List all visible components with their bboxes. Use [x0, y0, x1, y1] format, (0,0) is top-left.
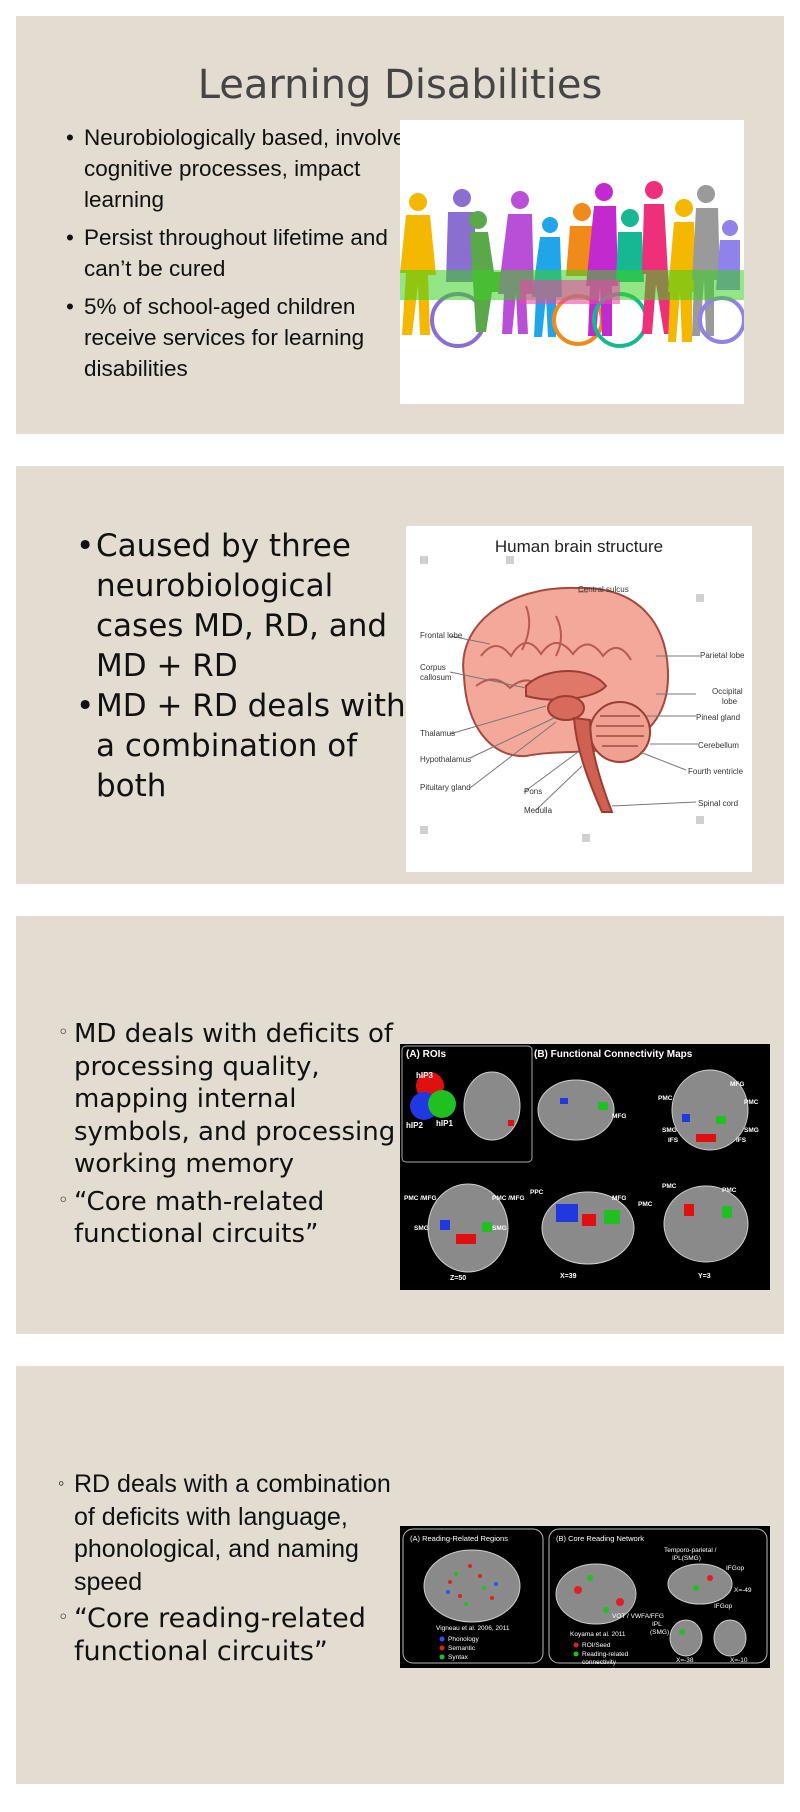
functional-connectivity-image: (A) ROIs (B) Functional Connectivity Map…	[400, 1044, 770, 1290]
bullet-item: ◦MD deals with deficits of processing qu…	[58, 1019, 396, 1179]
svg-text:IPL: IPL	[652, 1621, 662, 1628]
svg-text:Temporo-parietal /: Temporo-parietal /	[664, 1547, 717, 1554]
svg-text:X=39: X=39	[560, 1273, 577, 1280]
svg-text:SMG: SMG	[662, 1127, 677, 1134]
bullet-list: •Neurobiologically based, involve cognit…	[64, 122, 414, 391]
svg-text:Corpus: Corpus	[420, 663, 446, 672]
svg-text:X=-49: X=-49	[734, 1587, 752, 1594]
svg-text:Z=50: Z=50	[450, 1275, 466, 1282]
svg-text:connectivity: connectivity	[582, 1659, 617, 1666]
svg-text:SMG: SMG	[492, 1225, 507, 1232]
svg-text:SMG: SMG	[744, 1127, 759, 1134]
svg-text:Reading-related: Reading-related	[582, 1651, 629, 1658]
slide-rd: ◦RD deals with a combination of deficits…	[16, 1366, 784, 1784]
svg-text:PPC: PPC	[530, 1189, 544, 1196]
svg-text:IFGop: IFGop	[726, 1565, 744, 1572]
brain-structure-image: Human brain structure	[406, 526, 752, 872]
svg-text:PMC: PMC	[722, 1187, 737, 1194]
svg-text:X=-38: X=-38	[676, 1657, 694, 1664]
reading-network-image: (A) Reading-Related Regions (B) Core Rea…	[400, 1526, 770, 1668]
svg-text:PMC: PMC	[658, 1095, 673, 1102]
svg-text:SMG: SMG	[414, 1225, 429, 1232]
svg-text:VOT / VWFA/FFG: VOT / VWFA/FFG	[612, 1613, 664, 1620]
svg-text:Phonology: Phonology	[448, 1636, 479, 1643]
svg-text:IPL(SMG): IPL(SMG)	[672, 1555, 701, 1562]
svg-text:Occipital: Occipital	[712, 687, 743, 696]
svg-text:Parietal lobe: Parietal lobe	[700, 651, 745, 660]
svg-text:MFG: MFG	[612, 1113, 626, 1120]
svg-text:Pituitary gland: Pituitary gland	[420, 783, 471, 792]
bullet-list: •Caused by three neurobiological cases M…	[76, 526, 406, 806]
bullet-item: •MD + RD deals with a combination of bot…	[76, 688, 406, 804]
svg-text:Fourth ventricle: Fourth ventricle	[688, 767, 744, 776]
svg-text:PMC: PMC	[662, 1183, 677, 1190]
svg-text:hIP1: hIP1	[436, 1119, 453, 1128]
slide-learning-disabilities: Learning Disabilities •Neurobiologically…	[16, 16, 784, 434]
bullet-item: •5% of school-aged children receive serv…	[66, 294, 365, 381]
svg-text:Pineal gland: Pineal gland	[696, 713, 740, 722]
svg-text:Frontal lobe: Frontal lobe	[420, 631, 463, 640]
bullet-list: ◦MD deals with deficits of processing qu…	[58, 1018, 408, 1256]
svg-text:X=-10: X=-10	[730, 1657, 748, 1664]
people-silhouettes-image	[400, 120, 746, 404]
svg-text:Cerebellum: Cerebellum	[698, 741, 739, 750]
svg-text:Syntax: Syntax	[448, 1654, 469, 1661]
svg-text:MFG: MFG	[730, 1081, 744, 1088]
svg-text:ROI/Seed: ROI/Seed	[582, 1642, 611, 1649]
bullet-item: ◦RD deals with a combination of deficits…	[58, 1470, 391, 1596]
svg-text:PMC /MFG: PMC /MFG	[492, 1195, 525, 1202]
svg-text:lobe: lobe	[722, 697, 738, 706]
bullet-item: ◦“Core math-related functional circuits”	[58, 1186, 325, 1250]
svg-text:(B) Core Reading Network: (B) Core Reading Network	[556, 1534, 644, 1543]
svg-text:Pons: Pons	[524, 787, 542, 796]
svg-text:IFS: IFS	[736, 1137, 747, 1144]
slide-title: Learning Disabilities	[197, 62, 603, 108]
bullet-list: ◦RD deals with a combination of deficits…	[58, 1468, 408, 1673]
bullet-item: •Persist throughout lifetime and can’t b…	[66, 225, 388, 281]
svg-text:callosum: callosum	[420, 673, 452, 682]
svg-text:(B) Functional Connectivity M: (B) Functional Connectivity Maps	[534, 1049, 693, 1060]
svg-text:Vigneau et al. 2006, 2011: Vigneau et al. 2006, 2011	[436, 1625, 510, 1632]
svg-text:(A) ROIs: (A) ROIs	[406, 1049, 446, 1060]
svg-text:Hypothalamus: Hypothalamus	[420, 755, 471, 764]
bullet-item: ◦“Core reading-related functional circui…	[58, 1603, 366, 1667]
svg-text:Semantic: Semantic	[448, 1645, 476, 1652]
bullet-item: •Neurobiologically based, involve cognit…	[66, 125, 406, 212]
svg-text:PMC: PMC	[638, 1201, 653, 1208]
bullet-item: •Caused by three neurobiological cases M…	[76, 528, 388, 684]
svg-text:Y=3: Y=3	[698, 1273, 711, 1280]
svg-text:Medulla: Medulla	[524, 806, 553, 815]
brain-image-title: Human brain structure	[495, 537, 663, 556]
svg-text:Thalamus: Thalamus	[420, 729, 455, 738]
slide-causes: •Caused by three neurobiological cases M…	[16, 466, 784, 884]
svg-text:PMC: PMC	[744, 1099, 759, 1106]
svg-text:Central sulcus: Central sulcus	[578, 585, 629, 594]
svg-text:(A) Reading-Related Regions: (A) Reading-Related Regions	[410, 1534, 508, 1543]
svg-text:PMC /MFG: PMC /MFG	[404, 1195, 437, 1202]
svg-text:Spinal cord: Spinal cord	[698, 799, 738, 808]
svg-text:MFG: MFG	[612, 1195, 626, 1202]
svg-text:Koyama et al. 2011: Koyama et al. 2011	[570, 1631, 626, 1638]
slide-md: ◦MD deals with deficits of processing qu…	[16, 916, 784, 1334]
svg-text:IFGop: IFGop	[714, 1603, 732, 1610]
svg-text:hIP2: hIP2	[406, 1121, 423, 1130]
svg-text:(SMG): (SMG)	[650, 1629, 669, 1636]
svg-text:IFS: IFS	[668, 1137, 679, 1144]
svg-text:hIP3: hIP3	[416, 1071, 433, 1080]
